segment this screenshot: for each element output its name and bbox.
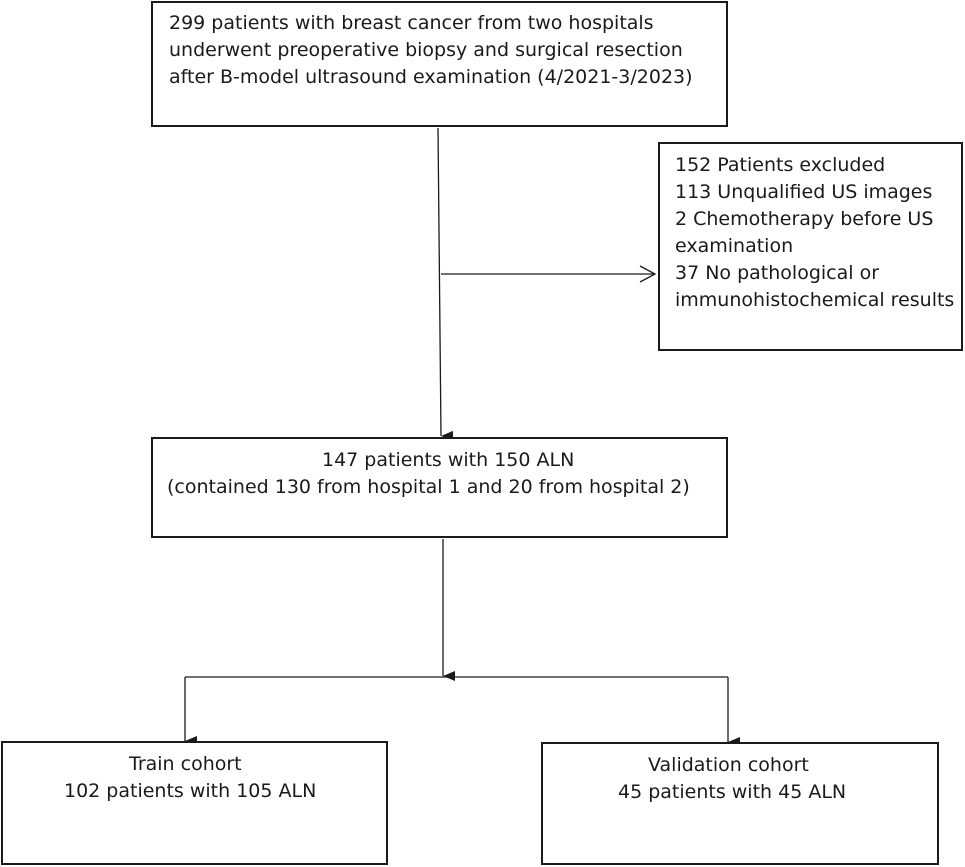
train-cohort-title: Train cohort [129, 753, 242, 775]
enrolled-patients-box: 299 patients with breast cancer from two… [151, 1, 728, 127]
excluded-line-5: 37 No pathological or [675, 262, 879, 284]
included-line-2: (contained 130 from hospital 1 and 20 fr… [167, 476, 690, 498]
excluded-line-1: 152 Patients excluded [675, 154, 886, 176]
validation-cohort-title: Validation cohort [648, 754, 809, 776]
excluded-line-6: immunohistochemical results [675, 289, 955, 311]
validation-cohort-box: Validation cohort 45 patients with 45 AL… [541, 742, 939, 865]
excluded-line-3: 2 Chemotherapy before US [675, 208, 934, 230]
excluded-patients-box: 152 Patients excluded 113 Unqualified US… [658, 142, 963, 351]
excluded-line-2: 113 Unqualified US images [675, 181, 933, 203]
enrolled-line-1: 299 patients with breast cancer from two… [169, 12, 654, 34]
train-cohort-box: Train cohort 102 patients with 105 ALN [1, 741, 388, 865]
excluded-line-4: examination [675, 235, 794, 257]
included-patients-box: 147 patients with 150 ALN (contained 130… [151, 437, 728, 538]
enrolled-line-3: after B-model ultrasound examination (4/… [169, 66, 693, 88]
arrow-to-excluded-head [639, 265, 657, 283]
included-line-1: 147 patients with 150 ALN [322, 449, 575, 471]
enrolled-line-2: underwent preoperative biopsy and surgic… [169, 39, 683, 61]
validation-cohort-count: 45 patients with 45 ALN [618, 781, 847, 803]
arrow-enrolled-to-included [437, 127, 454, 441]
train-cohort-count: 102 patients with 105 ALN [64, 780, 317, 802]
